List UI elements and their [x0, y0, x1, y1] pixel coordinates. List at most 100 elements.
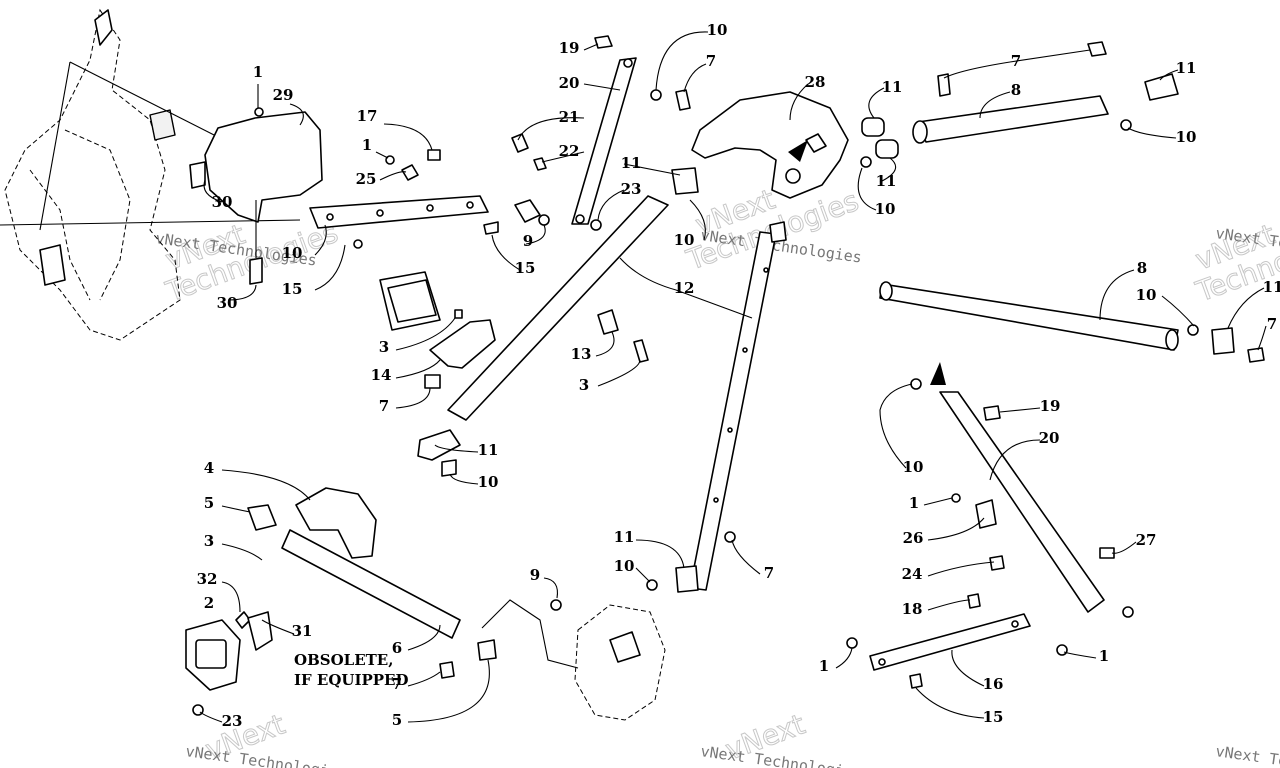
callout-4: 4	[204, 459, 214, 477]
callout-18: 18	[902, 600, 923, 618]
nut-10	[860, 156, 872, 168]
callout-30: 30	[212, 193, 233, 211]
callout-10: 10	[614, 557, 635, 575]
nut-1	[254, 107, 264, 117]
clip-30	[189, 161, 206, 189]
callout-10: 10	[875, 200, 896, 218]
callout-12: 12	[674, 279, 695, 297]
callout-7: 7	[706, 52, 716, 70]
clip-26	[975, 499, 997, 529]
callout-17: 17	[357, 107, 378, 125]
callout-5: 5	[204, 494, 214, 512]
bolt-7	[1247, 347, 1265, 363]
bracket-4	[295, 487, 377, 559]
bushing-11	[875, 139, 899, 159]
callout-24: 24	[902, 565, 923, 583]
bracket-16-upper	[309, 195, 489, 229]
nut-10	[1120, 119, 1132, 131]
callout-8: 8	[1011, 81, 1021, 99]
strap-20-upper	[571, 57, 637, 225]
callout-11: 11	[1176, 59, 1197, 77]
callout-25: 25	[356, 170, 377, 188]
callout-15: 15	[983, 708, 1004, 726]
callout-21: 21	[559, 108, 580, 126]
callout-7: 7	[1267, 315, 1277, 333]
part-13	[597, 309, 619, 335]
nut-23	[590, 219, 602, 231]
callout-8: 8	[1137, 259, 1147, 277]
callout-10: 10	[478, 473, 499, 491]
callout-20: 20	[559, 74, 580, 92]
bolt-7	[724, 531, 736, 543]
callout-10: 10	[1136, 286, 1157, 304]
nut-10	[1187, 324, 1199, 336]
callout-10: 10	[1176, 128, 1197, 146]
callout-9: 9	[530, 566, 540, 584]
callout-10: 10	[707, 21, 728, 39]
callout-14: 14	[371, 366, 392, 384]
callout-1: 1	[253, 63, 263, 81]
callout-11: 11	[1263, 278, 1280, 296]
tube-8-upper	[917, 95, 1109, 143]
nut-10	[650, 89, 662, 101]
clip-5	[247, 504, 277, 531]
bolt-17	[427, 149, 441, 161]
callout-11: 11	[876, 172, 897, 190]
bracket-16-lower	[869, 613, 1031, 671]
leader-lines	[199, 31, 1267, 723]
callout-11: 11	[882, 78, 903, 96]
callout-19: 19	[559, 39, 580, 57]
bushing-11	[861, 117, 885, 137]
bolt-7	[675, 89, 691, 111]
left-chassis-frame	[0, 8, 301, 341]
callout-10: 10	[674, 231, 695, 249]
callout-1: 1	[1099, 647, 1109, 665]
direction-arrow	[930, 362, 946, 385]
callout-10: 10	[282, 244, 303, 262]
callout-7: 7	[1011, 52, 1021, 70]
watermark-small-text: vNext Technologies	[1214, 742, 1280, 768]
callout-16: 16	[983, 675, 1004, 693]
cover-plate-29	[204, 111, 323, 223]
callout-27: 27	[1136, 531, 1157, 549]
callout-10: 10	[903, 458, 924, 476]
callout-2: 2	[204, 594, 214, 612]
callout-29: 29	[273, 86, 294, 104]
callout-31: 31	[292, 622, 313, 640]
nut-10	[646, 579, 658, 591]
callout-23: 23	[621, 180, 642, 198]
callout-22: 22	[559, 142, 580, 160]
callout-15: 15	[282, 280, 303, 298]
callout-7: 7	[764, 564, 774, 582]
callout-3: 3	[204, 532, 214, 550]
callout-1: 1	[909, 494, 919, 512]
callout-6: 6	[392, 639, 402, 657]
direction-arrow	[788, 140, 808, 162]
callout-13: 13	[571, 345, 592, 363]
callout-30: 30	[217, 294, 238, 312]
callout-11: 11	[614, 528, 635, 546]
clamp-11	[417, 429, 461, 461]
bolt-19	[983, 405, 1001, 421]
strap-20-right	[939, 391, 1105, 613]
callout-20: 20	[1039, 429, 1060, 447]
obsolete-note-line2: IF EQUIPPED	[294, 671, 409, 689]
parts	[0, 8, 1265, 721]
callout-7: 7	[379, 397, 389, 415]
callout-11: 11	[621, 154, 642, 172]
bushing-11	[1211, 327, 1235, 355]
bracket-14	[429, 319, 496, 369]
clip-5	[477, 639, 497, 661]
callout-26: 26	[903, 529, 924, 547]
bolt-19	[594, 35, 613, 49]
lower-chassis-frame	[481, 599, 666, 721]
callout-15: 15	[515, 259, 536, 277]
obsolete-note-line1: OBSOLETE,	[294, 651, 393, 669]
bolt-7	[1087, 41, 1107, 57]
tube-8-lower	[879, 283, 1179, 351]
callout-labels: 1293030101517125915314711101920212223107…	[197, 21, 1280, 730]
callout-19: 19	[1040, 397, 1061, 415]
callout-7: 7	[392, 675, 402, 693]
callout-3: 3	[579, 376, 589, 394]
